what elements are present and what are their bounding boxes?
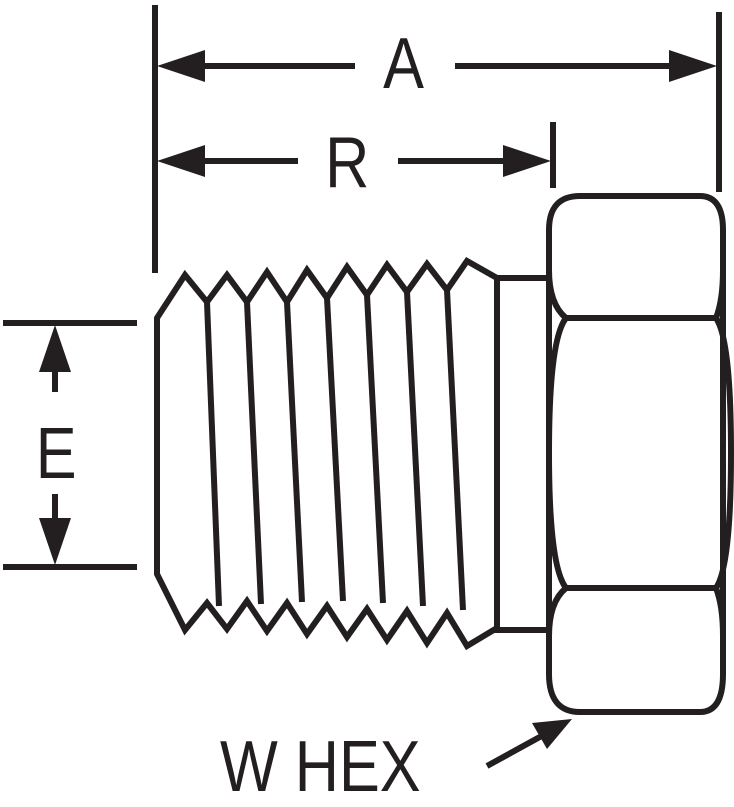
thread-line-2: [244, 301, 264, 605]
arrowhead-a-left: [157, 50, 205, 82]
hex-face-middle-left: [545, 316, 569, 590]
dimension-label-a: A: [378, 28, 430, 100]
dimension-label-w-hex: W HEX: [220, 727, 421, 807]
arrowhead-e-bottom: [39, 518, 71, 565]
hex-face-top-right: [713, 269, 726, 320]
thread-line-5: [364, 294, 386, 604]
thread-line-3: [284, 301, 305, 603]
thread-line-4: [324, 297, 346, 602]
thread-line-6: [404, 291, 426, 607]
arrowhead-e-top: [39, 325, 71, 372]
hex-face-bottom: [546, 585, 569, 637]
arrowhead-r-left: [157, 145, 205, 177]
hex-face-top: [546, 269, 569, 321]
hex-face-middle-right: [713, 316, 734, 590]
hex-head-outline: [546, 193, 726, 715]
hex-face-bottom-right: [713, 586, 726, 637]
dimension-label-r: R: [320, 127, 375, 199]
arrowhead-a-right: [669, 50, 717, 82]
shank: [494, 275, 552, 633]
arrowhead-w-hex: [532, 719, 572, 749]
arrowhead-r-right: [503, 145, 551, 177]
dimension-label-e: E: [34, 414, 79, 494]
thread-line-7: [444, 289, 466, 611]
thread-line-1: [204, 301, 222, 607]
